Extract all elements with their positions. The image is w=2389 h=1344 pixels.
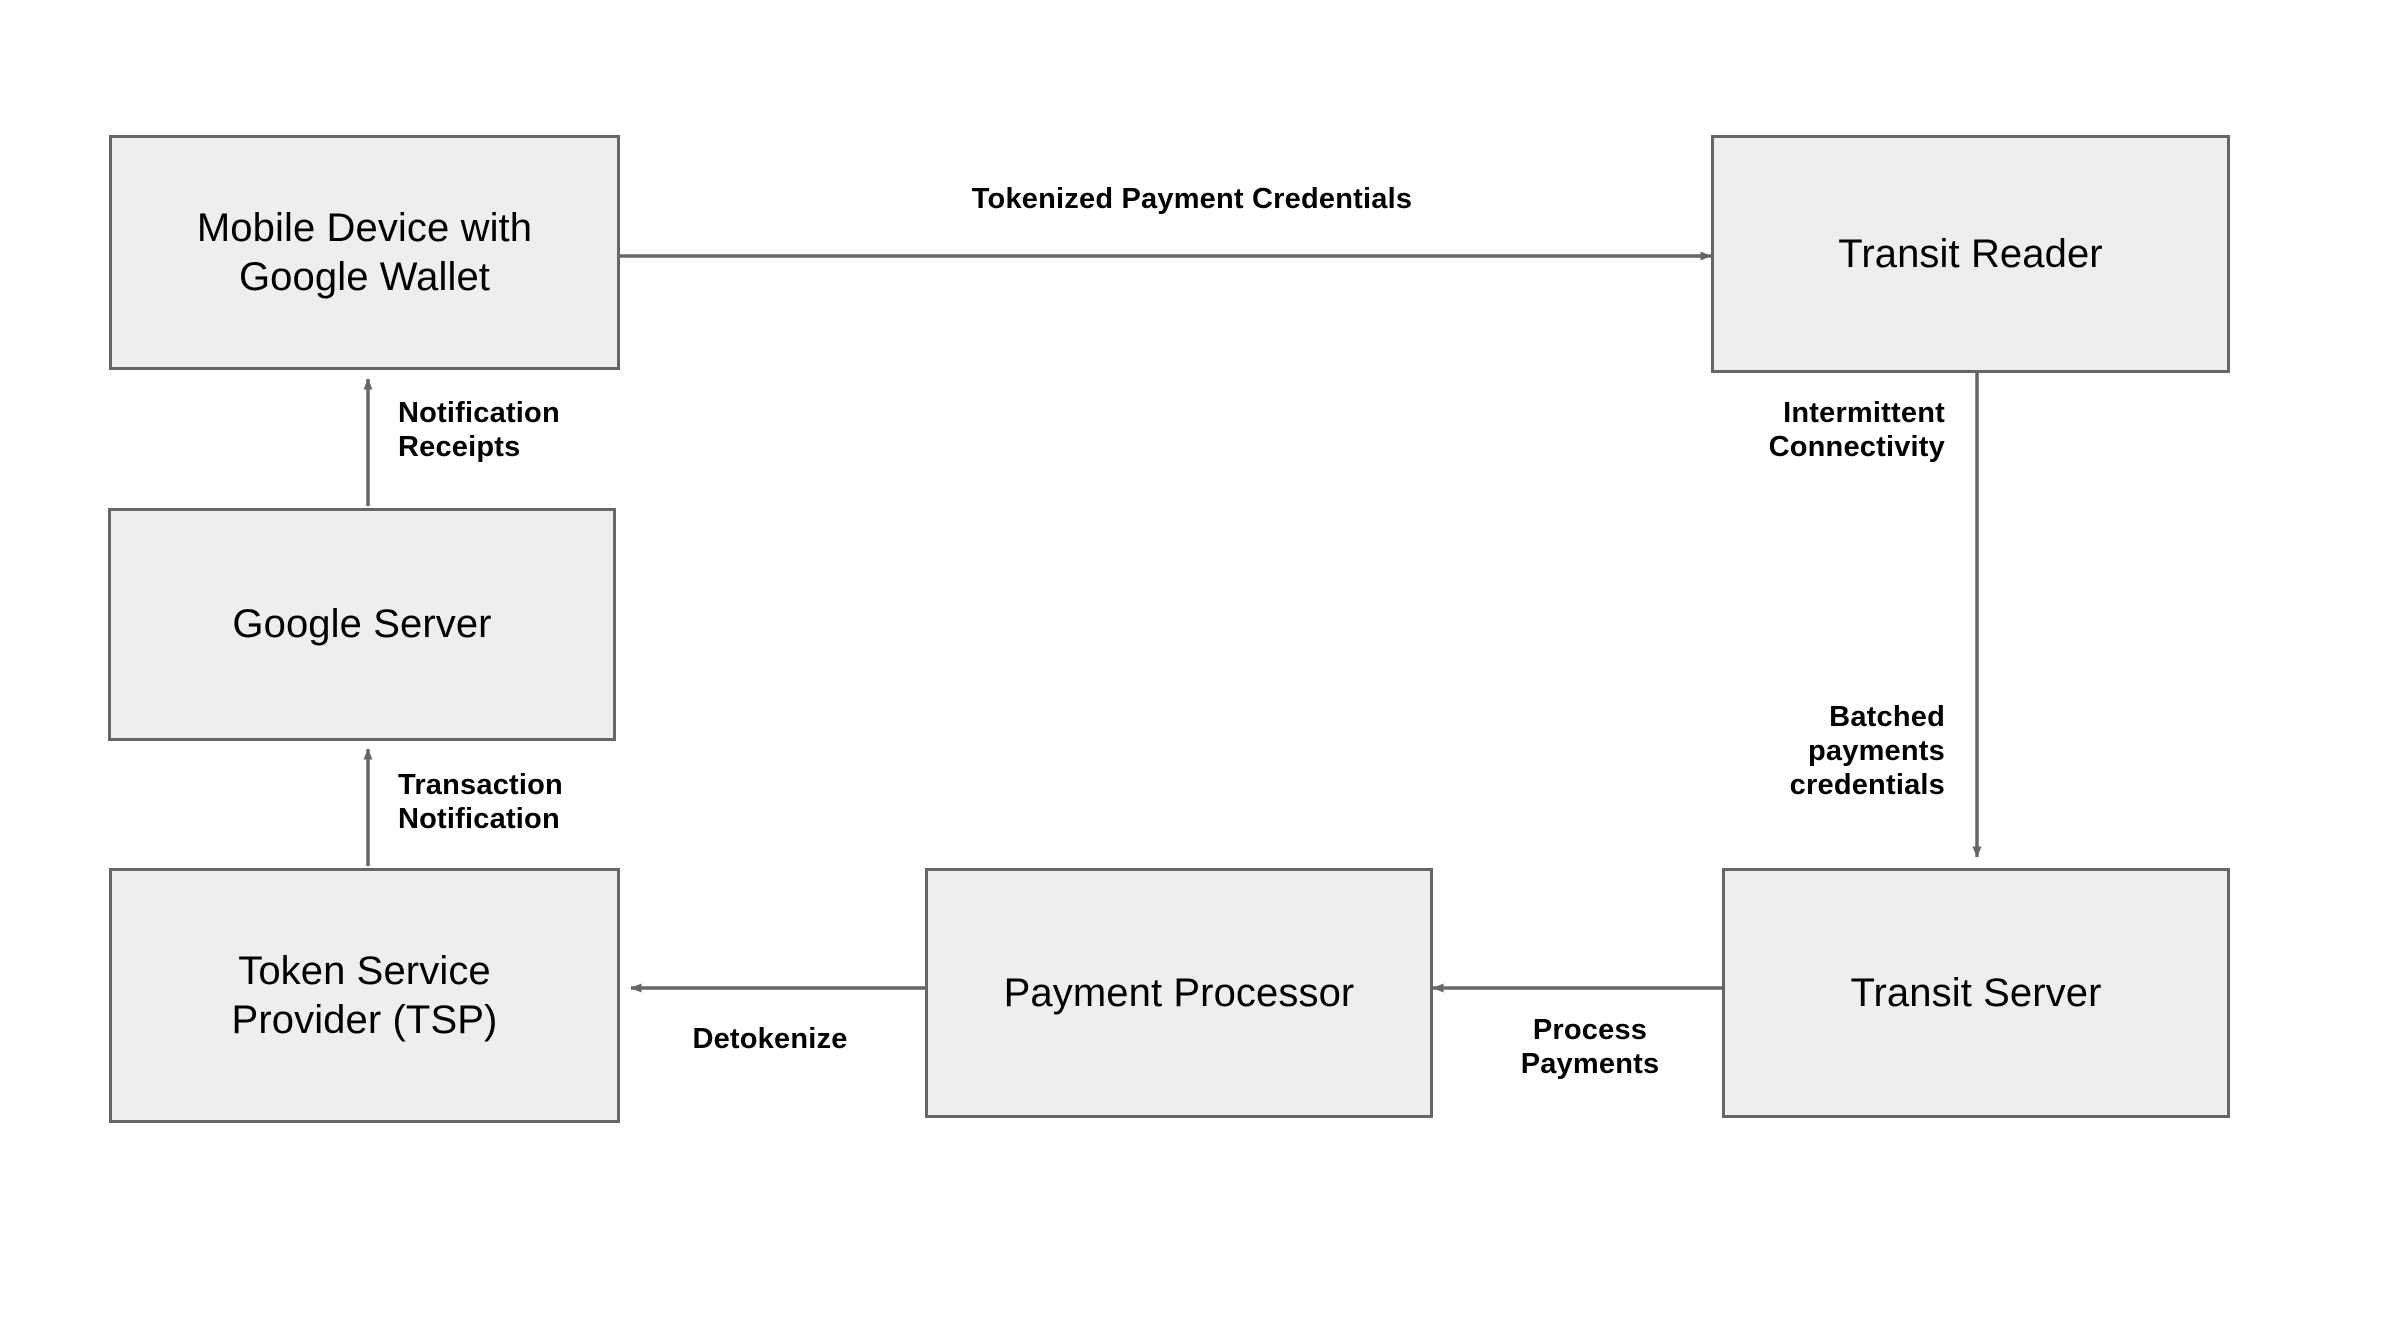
node-google-server[interactable]: Google Server: [108, 508, 616, 741]
edge-label-batched-payments-credentials: Batched payments credentials: [1789, 701, 1945, 802]
edge-label-transaction-notification: Transaction Notification: [398, 769, 563, 836]
edge-label-process-payments: Process Payments: [1520, 1014, 1660, 1081]
node-payment-processor[interactable]: Payment Processor: [925, 868, 1433, 1118]
node-label-transit-reader: Transit Reader: [1838, 231, 2103, 276]
edge-label-tokenized-payment-credentials: Tokenized Payment Credentials: [971, 183, 1413, 215]
node-label-transit-server: Transit Server: [1850, 970, 2102, 1015]
node-label-token-service-provider: Token Service Provider (TSP): [231, 948, 498, 1042]
edge-label-detokenize: Detokenize: [692, 1023, 848, 1055]
node-label-google-server: Google Server: [232, 602, 492, 647]
node-token-service-provider[interactable]: Token Service Provider (TSP): [109, 868, 620, 1123]
node-label-mobile-device: Mobile Device with Google Wallet: [196, 205, 533, 299]
node-mobile-device[interactable]: Mobile Device with Google Wallet: [109, 135, 620, 370]
node-transit-server[interactable]: Transit Server: [1722, 868, 2230, 1118]
edge-label-intermittent-connectivity: Intermittent Connectivity: [1768, 397, 1945, 464]
edge-label-notification-receipts: Notification Receipts: [398, 397, 560, 464]
node-transit-reader[interactable]: Transit Reader: [1711, 135, 2230, 373]
node-label-payment-processor: Payment Processor: [1003, 970, 1355, 1015]
